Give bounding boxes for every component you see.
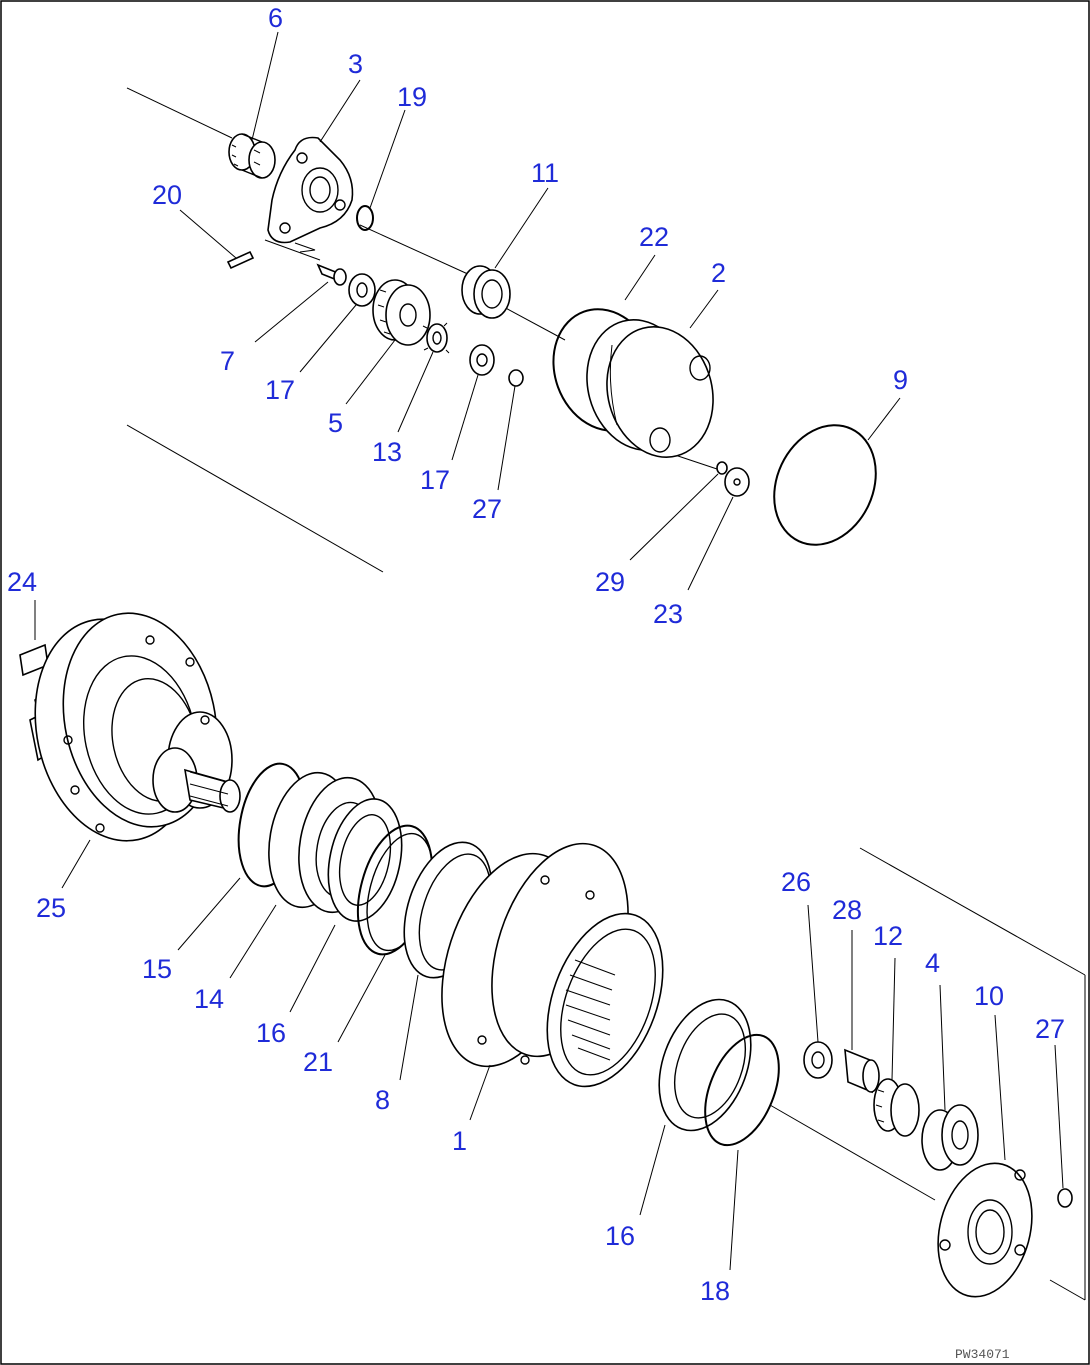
callout-17-a: 17 xyxy=(265,375,295,405)
callout-22: 22 xyxy=(639,222,669,252)
part-11-bearing xyxy=(461,265,511,319)
part-12-spline-gear xyxy=(873,1078,920,1137)
part-3-carrier-plate xyxy=(267,136,354,253)
callout-23: 23 xyxy=(653,599,683,629)
callout-14: 14 xyxy=(194,984,224,1014)
callout-21: 21 xyxy=(303,1047,333,1077)
part-19-snap-ring xyxy=(356,205,374,231)
part-20-pin xyxy=(226,250,255,270)
callout-13: 13 xyxy=(372,437,402,467)
callout-28: 28 xyxy=(832,895,862,925)
callout-5: 5 xyxy=(328,408,343,438)
callout-15: 15 xyxy=(142,954,172,984)
callout-2: 2 xyxy=(711,258,726,288)
callout-11: 11 xyxy=(531,158,559,188)
part-2-cover xyxy=(586,319,714,458)
callout-20: 20 xyxy=(152,180,182,210)
callout-10: 10 xyxy=(974,981,1004,1011)
callout-16-b: 16 xyxy=(605,1221,635,1251)
part-28-sleeve xyxy=(844,1048,880,1094)
callout-labels: 6 3 19 20 11 22 2 7 17 5 13 17 27 9 29 2… xyxy=(7,3,1065,1306)
part-16-thrust-bearing-a xyxy=(327,798,403,922)
part-16-thrust-bearing-b xyxy=(658,998,752,1132)
part-13-sun-gear xyxy=(422,322,450,354)
callout-4: 4 xyxy=(925,948,940,978)
part-17-washer-a xyxy=(348,273,376,307)
callout-9: 9 xyxy=(893,365,908,395)
part-23-plug xyxy=(724,467,750,497)
callout-17-b: 17 xyxy=(420,465,450,495)
part-7-shaft xyxy=(316,263,347,286)
callout-16-a: 16 xyxy=(256,1018,286,1048)
separator-lines xyxy=(126,87,1086,1301)
part-26-washer xyxy=(803,1041,833,1079)
callout-24: 24 xyxy=(7,567,37,597)
callout-1: 1 xyxy=(452,1126,467,1156)
callout-6: 6 xyxy=(268,3,283,33)
callout-29: 29 xyxy=(595,567,625,597)
part-5-planet-gear xyxy=(372,279,431,346)
callout-27-b: 27 xyxy=(1035,1014,1065,1044)
part-4-gear xyxy=(921,1104,979,1171)
callout-18: 18 xyxy=(700,1276,730,1306)
callout-27-a: 27 xyxy=(472,494,502,524)
part-29-pin xyxy=(716,461,728,475)
part-25-motor-housing xyxy=(29,612,241,842)
part-10-carrier-plate xyxy=(937,1162,1033,1298)
part-27-plug-b xyxy=(1057,1188,1073,1208)
leader-lines xyxy=(34,31,1064,1271)
callout-7: 7 xyxy=(220,346,235,376)
part-1-hub xyxy=(441,842,664,1088)
callout-19: 19 xyxy=(397,82,427,112)
part-18-snap-ring xyxy=(704,1033,780,1147)
callout-12: 12 xyxy=(873,921,903,951)
part-17-washer-b xyxy=(469,344,495,376)
part-6-gear xyxy=(228,133,276,179)
drawing-reference-code: PW34071 xyxy=(955,1347,1010,1362)
part-9-o-ring xyxy=(773,424,877,546)
callout-25: 25 xyxy=(36,893,66,923)
callout-8: 8 xyxy=(375,1085,390,1115)
callout-26: 26 xyxy=(781,867,811,897)
part-27-plug-a xyxy=(508,369,524,387)
callout-3: 3 xyxy=(348,49,363,79)
